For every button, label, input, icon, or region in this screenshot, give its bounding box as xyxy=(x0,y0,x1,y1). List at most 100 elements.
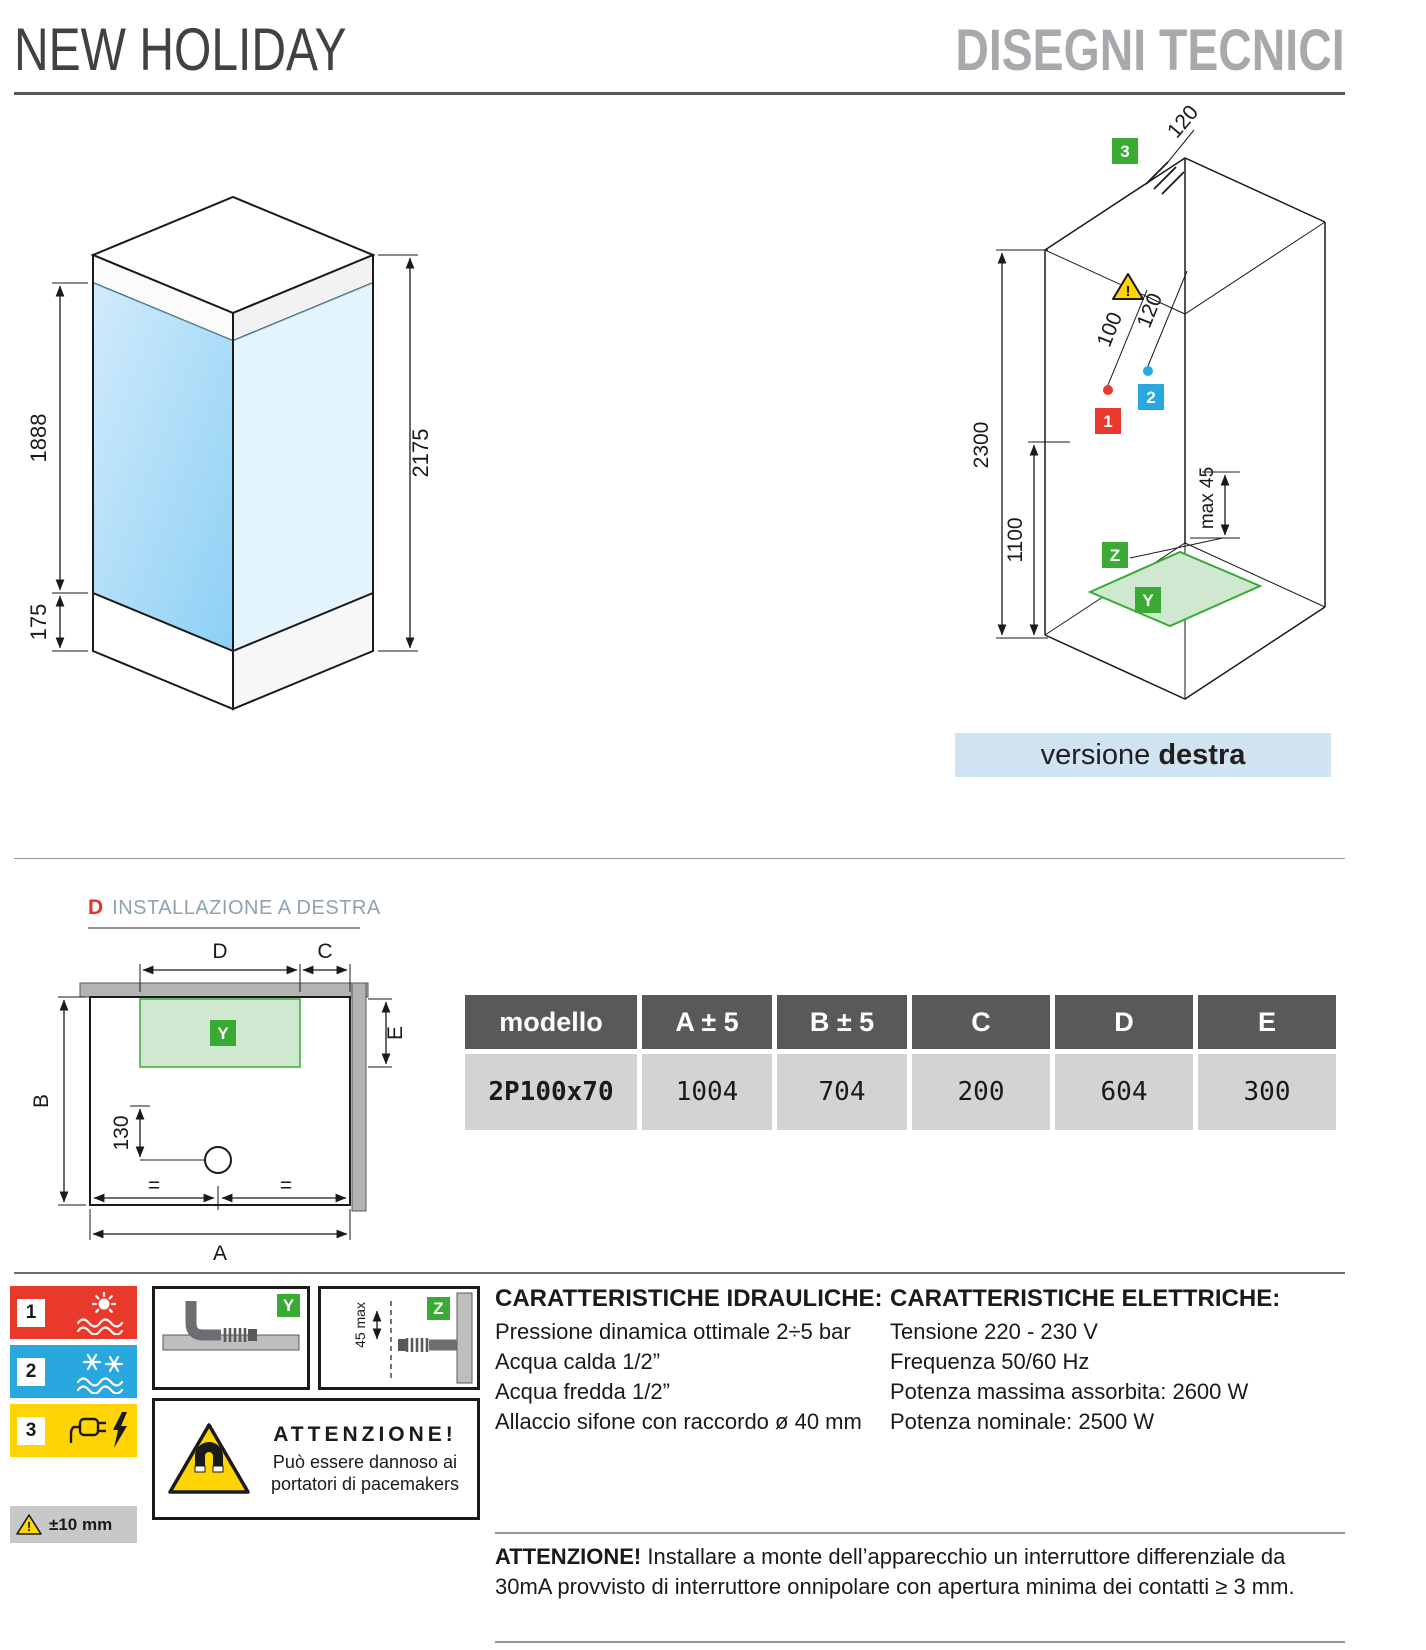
dim-label-130: 130 xyxy=(110,1115,133,1150)
equal-label-right: = xyxy=(280,1174,292,1197)
svg-text:Z: Z xyxy=(1110,546,1120,565)
pacemaker-warning-text: ATTENZIONE! Può essere dannoso ai portat… xyxy=(263,1423,467,1495)
pipe-elbow-drawing: Y xyxy=(162,1294,300,1351)
electrical-line: Potenza massima assorbita: 2600 W xyxy=(890,1379,1249,1404)
electrical-specs: CARATTERISTICHE ELETTRICHE: Tensione 220… xyxy=(890,1285,1350,1437)
legend-cold-water: 2 xyxy=(10,1345,137,1398)
table-header-modello: modello xyxy=(465,995,637,1049)
dimension-2175: 2175 xyxy=(378,254,433,652)
cabin-3d xyxy=(90,195,376,711)
installation-plan-drawing: Y D C E B A xyxy=(30,940,407,1265)
version-caption: versione destra xyxy=(955,733,1331,777)
dimension-130: 130 xyxy=(110,1105,204,1161)
plan-heading: D INSTALLAZIONE A DESTRA xyxy=(88,896,380,929)
hydraulic-line: Acqua fredda 1/2” xyxy=(495,1379,670,1404)
header-divider xyxy=(14,92,1345,95)
dim-label-D: D xyxy=(212,940,227,963)
section-divider-top xyxy=(14,858,1345,859)
hot-water-icon xyxy=(76,1291,124,1335)
pacemaker-warning-title: ATTENZIONE! xyxy=(273,1423,457,1446)
table-cell-c: 200 xyxy=(912,1054,1050,1130)
legend-number-1: 1 xyxy=(17,1298,45,1327)
marker-1-hot: 1 xyxy=(1095,408,1121,434)
dim-label-100: 100 xyxy=(1093,309,1127,350)
electrical-line: Tensione 220 - 230 V xyxy=(890,1319,1098,1344)
svg-text:Y: Y xyxy=(283,1296,295,1315)
diagram-z-badge xyxy=(427,1297,450,1320)
legend-hot-water: 1 xyxy=(10,1286,137,1339)
dimension-water-connections: 100 120 xyxy=(1093,270,1188,386)
dim-label-max45: max 45 xyxy=(1197,467,1218,529)
table-cell-e: 300 xyxy=(1198,1054,1336,1130)
plan-heading-text: INSTALLAZIONE A DESTRA xyxy=(112,897,381,919)
dim-label-175: 175 xyxy=(26,604,51,641)
isometric-cabin-drawing: 1888 175 2175 xyxy=(26,195,433,711)
glass-panel-right xyxy=(232,282,374,652)
marker-2-cold: 2 xyxy=(1138,384,1164,410)
hydraulic-line: Allaccio sifone con raccordo ø 40 mm xyxy=(495,1409,862,1434)
warning-exclamation: ! xyxy=(1126,283,1131,300)
legend-tolerance: ! ±10 mm xyxy=(10,1506,137,1543)
table-header-d: D xyxy=(1055,995,1193,1049)
dimension-B: B xyxy=(30,996,86,1206)
table-cell-b: 704 xyxy=(777,1054,907,1130)
dimension-120-top: 120 xyxy=(1163,101,1203,163)
drain-hole xyxy=(204,1146,232,1174)
legend-electric: 3 xyxy=(10,1404,137,1457)
table-header-b: B ± 5 xyxy=(777,995,907,1049)
hydraulic-line: Acqua calda 1/2” xyxy=(495,1349,661,1374)
hydraulic-specs: CARATTERISTICHE IDRAULICHE: Pressione di… xyxy=(495,1285,883,1437)
dimension-D: D xyxy=(139,940,301,992)
installation-drawing: 2300 1100 max 45 100 120 ! 1 xyxy=(970,101,1326,700)
attention-text: Installare a monte dell’apparecchio un i… xyxy=(495,1544,1295,1599)
connection-diagram-z: 45 max Z xyxy=(318,1286,480,1390)
dimension-1100: 1100 xyxy=(1004,441,1070,636)
dim-label-1100: 1100 xyxy=(1004,517,1027,562)
leader-line xyxy=(1129,537,1224,559)
dim-label-2175: 2175 xyxy=(408,429,433,478)
dimension-max45: max 45 xyxy=(1190,467,1240,539)
table-cell-a: 1004 xyxy=(642,1054,772,1130)
dimension-C: C xyxy=(302,940,351,992)
page-bottom-divider xyxy=(495,1641,1345,1643)
legend-number-3: 3 xyxy=(17,1416,45,1445)
table-header-e: E xyxy=(1198,995,1336,1049)
dim-label-C: C xyxy=(317,940,332,963)
electrical-title: CARATTERISTICHE ELETTRICHE: xyxy=(890,1285,1281,1312)
table-cell-model: 2P100x70 xyxy=(465,1054,637,1130)
svg-text:2: 2 xyxy=(1146,388,1155,407)
warning-triangle-icon: ! xyxy=(1112,273,1144,300)
legend-number-2: 2 xyxy=(17,1357,45,1386)
dimensions-table: modello A ± 5 B ± 5 C D E 2P100x70 1004 … xyxy=(465,995,1336,1130)
tray-marker-z: Z xyxy=(1102,542,1128,568)
dim-label-B: B xyxy=(30,1094,53,1108)
svg-text:Y: Y xyxy=(1142,591,1154,610)
dim-label-A: A xyxy=(213,1242,227,1265)
tray-marker-y: Y xyxy=(1135,587,1161,613)
tray-area xyxy=(139,998,301,1068)
svg-text:Z: Z xyxy=(433,1299,443,1318)
shower-tray xyxy=(1087,550,1263,628)
equal-label-left: = xyxy=(148,1174,160,1197)
svg-text:Y: Y xyxy=(217,1024,229,1043)
glass-panel-left xyxy=(92,282,234,652)
attention-label: ATTENZIONE! xyxy=(495,1544,642,1569)
pipe-fitting-drawing: 45 max Z xyxy=(352,1292,473,1384)
connection-diagram-y: Y xyxy=(152,1286,310,1390)
electrical-line: Potenza nominale: 2500 W xyxy=(890,1409,1155,1434)
plan-heading-letter: D xyxy=(88,896,104,919)
section-divider-bottom xyxy=(14,1272,1345,1274)
electrical-line: Frequenza 50/60 Hz xyxy=(890,1349,1090,1374)
pacemaker-warning-box: ATTENZIONE! Può essere dannoso ai portat… xyxy=(152,1398,480,1520)
attention-divider xyxy=(495,1532,1345,1534)
caption-bold: destra xyxy=(1158,739,1246,771)
dim-label-E: E xyxy=(384,1026,407,1040)
caption-text: versione xyxy=(1040,739,1159,771)
electric-plug-icon xyxy=(69,1411,127,1448)
dim-label-45max: 45 max xyxy=(352,1302,368,1348)
svg-text:!: ! xyxy=(27,1519,31,1534)
tolerance-label: ±10 mm xyxy=(49,1514,113,1534)
wall-right xyxy=(351,982,367,1212)
product-title: NEW HOLIDAY xyxy=(14,16,347,83)
